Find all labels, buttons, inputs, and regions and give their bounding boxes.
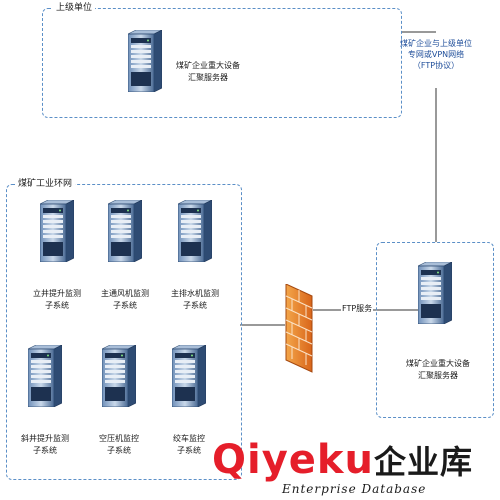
subsystem-label: 主排水机监测 子系统: [171, 289, 219, 310]
firewall-icon: [282, 283, 316, 374]
watermark-tagline: Enterprise Database: [282, 482, 427, 496]
top-aggregation-server-icon: [127, 29, 163, 93]
subsystem-label: 斜井提升监测 子系统: [21, 434, 69, 455]
subsystem-label: 主通风机监测 子系统: [101, 289, 149, 310]
top-aggregation-server-label: 煤矿企业重大设备 汇聚服务器: [176, 61, 240, 82]
qiyeku-watermark: Qiyeku企业库 Enterprise Database: [212, 438, 500, 500]
subsystem-server-icon: [107, 199, 143, 263]
subsystem-server-icon: [171, 344, 207, 408]
industrial-ring-label: 煤矿工业环网: [15, 179, 76, 190]
right-server-zone: [376, 242, 494, 418]
superior-unit-label: 上级单位: [53, 3, 96, 14]
ftp-service-label: FTP服务: [341, 303, 374, 314]
watermark-cn: 企业库: [374, 443, 474, 481]
subsystem-label: 绞车监控 子系统: [173, 434, 205, 455]
subsystem-server-icon: [101, 344, 137, 408]
watermark-brand: Qiyeku: [212, 437, 374, 483]
wan-link-label: 煤矿企业与上级单位 专网或VPN网络 （FTP协议）: [400, 39, 472, 70]
right-aggregation-server-icon: [417, 261, 453, 325]
watermark-logo: Qiyeku企业库: [212, 438, 473, 484]
subsystem-server-icon: [27, 344, 63, 408]
subsystem-label: 立井提升监测 子系统: [33, 289, 81, 310]
subsystem-label: 空压机监控 子系统: [99, 434, 139, 455]
subsystem-server-icon: [39, 199, 75, 263]
superior-unit-zone: 上级单位: [42, 3, 402, 118]
right-aggregation-server-label: 煤矿企业重大设备 汇聚服务器: [406, 359, 470, 380]
industrial-ring-zone: 煤矿工业环网: [6, 179, 242, 480]
subsystem-server-icon: [177, 199, 213, 263]
